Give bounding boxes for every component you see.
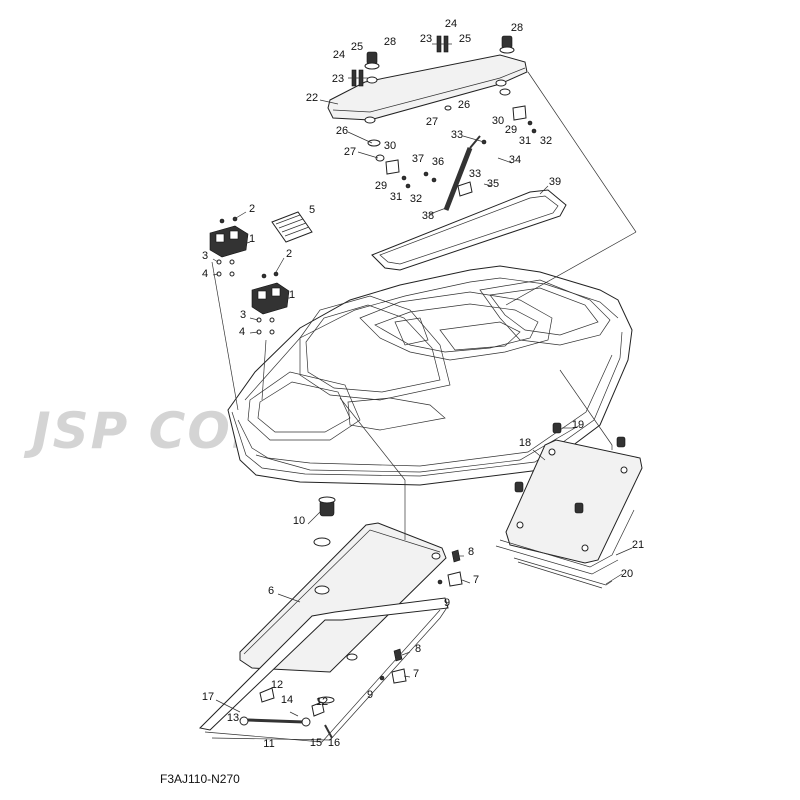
cushion-hinge-right xyxy=(432,35,452,53)
callout-15: 15 xyxy=(310,737,322,749)
rear-lid-springs xyxy=(514,422,626,514)
lid-knob xyxy=(313,496,336,547)
cushion-knob-right xyxy=(499,35,515,96)
callout-21: 21 xyxy=(632,539,644,551)
callout-33: 33 xyxy=(469,168,481,180)
callout-18: 18 xyxy=(519,437,531,449)
rear-seat-cushion xyxy=(327,54,528,124)
callout-25: 25 xyxy=(459,33,471,45)
callout-10: 10 xyxy=(293,515,305,527)
gas-strut xyxy=(423,135,487,211)
callout-39: 39 xyxy=(549,176,561,188)
callout-14: 14 xyxy=(281,694,293,706)
cushion-knob-left xyxy=(364,51,380,84)
callout-7: 7 xyxy=(413,668,419,680)
callout-34: 34 xyxy=(509,154,521,166)
callout-36: 36 xyxy=(432,156,444,168)
callout-32: 32 xyxy=(540,135,552,147)
callout-29: 29 xyxy=(505,124,517,136)
grommet-parts xyxy=(367,105,452,162)
callout-31: 31 xyxy=(390,191,402,203)
callout-24: 24 xyxy=(445,18,457,30)
rear-storage-lid xyxy=(505,439,643,564)
callout-17: 17 xyxy=(202,691,214,703)
hull-body xyxy=(227,265,633,486)
callout-11: 11 xyxy=(263,738,274,750)
callout-28: 28 xyxy=(511,22,523,34)
switch-box-lower xyxy=(251,271,290,335)
lid-latch-lower xyxy=(379,648,407,684)
callout-1: 1 xyxy=(249,233,255,245)
callout-38: 38 xyxy=(422,210,434,222)
switch-box-upper xyxy=(209,216,249,277)
callout-30: 30 xyxy=(384,140,396,152)
callout-26: 26 xyxy=(336,125,348,137)
callout-16: 16 xyxy=(328,737,340,749)
callout-12: 12 xyxy=(271,679,283,691)
callout-30: 30 xyxy=(492,115,504,127)
latch-bracket-left xyxy=(385,159,411,189)
callout-12: 12 xyxy=(316,696,328,708)
bow-lid-gasket xyxy=(198,597,449,743)
callout-29: 29 xyxy=(375,180,387,192)
callout-8: 8 xyxy=(468,546,474,558)
callout-8: 8 xyxy=(415,643,421,655)
callout-32: 32 xyxy=(410,193,422,205)
callout-27: 27 xyxy=(426,116,438,128)
leader-lines xyxy=(211,71,637,713)
callout-3: 3 xyxy=(240,309,246,321)
callout-31: 31 xyxy=(519,135,531,147)
callout-28: 28 xyxy=(384,36,396,48)
callout-5: 5 xyxy=(309,204,315,216)
callout-33: 33 xyxy=(451,129,463,141)
cushion-hinge-left xyxy=(348,69,368,87)
callout-2: 2 xyxy=(249,203,255,215)
callout-35: 35 xyxy=(487,178,499,190)
callout-37: 37 xyxy=(412,153,424,165)
lid-latch-upper xyxy=(437,549,463,587)
callout-4: 4 xyxy=(239,326,245,338)
grille-pad xyxy=(271,211,313,243)
callout-7: 7 xyxy=(473,574,479,586)
callout-9: 9 xyxy=(444,597,450,609)
callout-19: 19 xyxy=(572,419,584,431)
callout-2: 2 xyxy=(286,248,292,260)
callout-20: 20 xyxy=(621,568,633,580)
callout-23: 23 xyxy=(332,73,344,85)
callout-22: 22 xyxy=(306,92,318,104)
callout-3: 3 xyxy=(202,250,208,262)
rear-lid-gaskets xyxy=(495,509,635,589)
callout-26: 26 xyxy=(458,99,470,111)
cushion-gasket xyxy=(371,189,567,271)
callout-23: 23 xyxy=(420,33,432,45)
latch-rod-assembly xyxy=(239,687,335,739)
drawing-code: F3AJ110-N270 xyxy=(160,772,240,786)
callout-24: 24 xyxy=(333,49,345,61)
callout-6: 6 xyxy=(268,585,274,597)
callout-27: 27 xyxy=(344,146,356,158)
callout-13: 13 xyxy=(227,712,239,724)
callout-4: 4 xyxy=(202,268,208,280)
bow-storage-lid xyxy=(239,522,447,673)
callout-9: 9 xyxy=(367,689,373,701)
latch-bracket-right xyxy=(512,105,537,134)
callout-25: 25 xyxy=(351,41,363,53)
callout-1: 1 xyxy=(289,289,295,301)
